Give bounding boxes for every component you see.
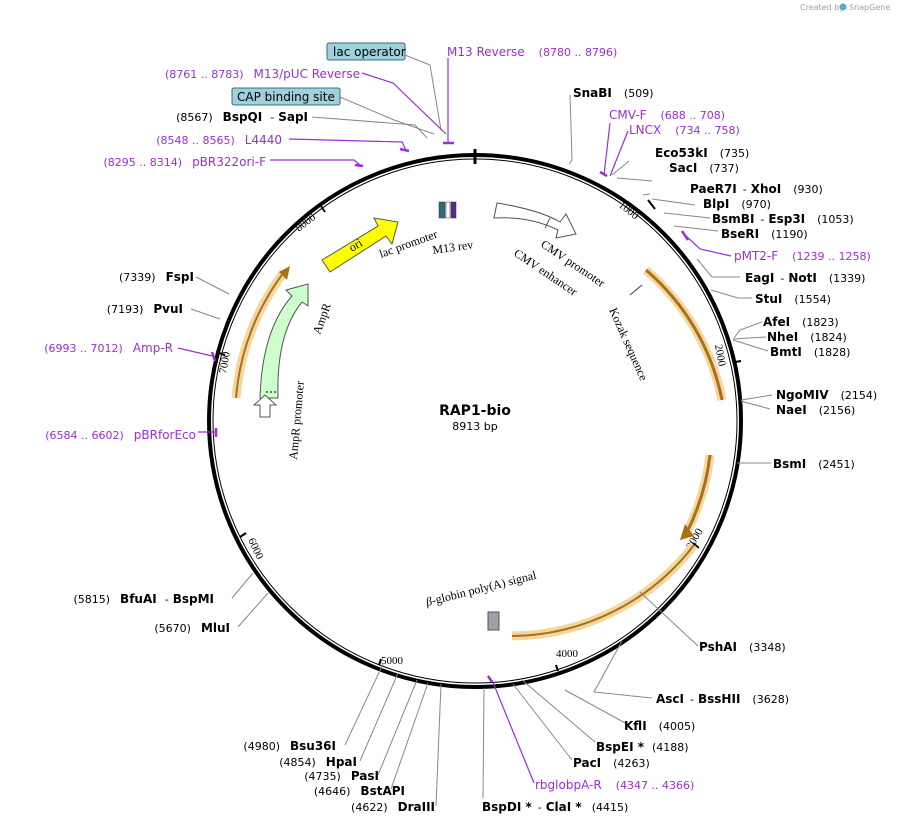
site-eagi[interactable]: EagI-NotI(1339) — [745, 271, 865, 285]
site-bsmi[interactable]: BsmI(2451) — [773, 457, 855, 471]
orf-arc-4 — [235, 271, 285, 399]
site-pvui[interactable]: (7193)PvuI — [107, 302, 183, 316]
plasmid-name: RAP1-bio — [439, 403, 511, 419]
site-bspei[interactable]: BspEI *(4188) — [596, 740, 689, 754]
site-hpai[interactable]: (4854)HpaI — [279, 755, 357, 769]
ampr-feature[interactable] — [259, 283, 309, 399]
created-by-text: Created by — [800, 3, 844, 12]
primer-lncx[interactable]: LNCX(734 .. 758) — [629, 123, 740, 137]
ampr-promoter-label: AmpR promoter — [286, 380, 307, 460]
primer-rbglobpa-r[interactable]: rbglobpA-R(4347 .. 4366) — [535, 778, 694, 792]
kozak-label: Kozak sequence — [606, 306, 651, 383]
tick-mark — [218, 352, 226, 356]
cap-binding-site-box[interactable]: CAP binding site — [231, 87, 341, 106]
site-naei[interactable]: NaeI(2156) — [776, 403, 855, 417]
orf-arc-2-glow — [682, 454, 715, 535]
orf-arrowhead-left — [279, 266, 290, 280]
site-bmti[interactable]: BmtI(1828) — [770, 345, 850, 359]
plasmid-length: 8913 bp — [452, 420, 497, 433]
beta-globin-label: β-globin poly(A) signal — [423, 568, 538, 609]
leader-lines — [190, 54, 773, 807]
site-blpi[interactable]: BlpI(970) — [703, 197, 771, 211]
tick-mark — [378, 658, 382, 666]
lac-operator-label: lac operator — [333, 45, 406, 59]
cap-binding-site-label: CAP binding site — [237, 90, 335, 104]
site-asci[interactable]: AscI-BssHII(3628) — [656, 692, 789, 706]
site-eco53ki[interactable]: Eco53kI(735) — [655, 146, 749, 160]
ampr-promoter-feature[interactable] — [252, 394, 278, 418]
lac-promoter-feature[interactable] — [438, 201, 446, 219]
primer-pmt2-f[interactable]: pMT2-F(1239 .. 1258) — [734, 249, 871, 263]
orf-arc-3-glow — [511, 542, 698, 641]
ori-feature[interactable] — [321, 217, 399, 273]
site-bfuai[interactable]: (5815)BfuAI-BspMI — [73, 592, 214, 606]
tick-mark — [239, 532, 247, 538]
site-bsmbi[interactable]: BsmBI-Esp3I(1053) — [712, 212, 854, 226]
site-bspdi[interactable]: BspDI *-ClaI *(4415) — [482, 800, 628, 814]
tick-mark — [734, 360, 742, 363]
site-bstapi[interactable]: (4646)BstAPI — [314, 784, 405, 798]
primer-amp-r[interactable]: (6993 .. 7012)Amp-R — [44, 341, 173, 355]
m13-rev-label: M13 rev — [431, 237, 474, 257]
site-kfli[interactable]: KflI(4005) — [624, 719, 695, 733]
orf-arrowhead — [680, 524, 694, 540]
tick-1000: 1000 — [616, 199, 641, 222]
primer-m13-reverse[interactable]: M13 Reverse(8780 .. 8796) — [447, 45, 617, 59]
tick-4000: 4000 — [556, 648, 579, 660]
primer-pbrforeco[interactable]: (6584 .. 6602)pBRforEco — [45, 428, 196, 442]
site-bspqi[interactable]: (8567)BspQI-SapI — [176, 110, 308, 124]
tick-mark — [692, 542, 700, 549]
snapgene-brand: Created by SnapGene — [800, 3, 890, 12]
site-nhei[interactable]: NheI(1824) — [767, 330, 847, 344]
ampr-label: AmpR — [310, 301, 334, 336]
primer-cmv-f[interactable]: CMV-F(688 .. 708) — [609, 108, 725, 122]
site-bseri[interactable]: BseRI(1190) — [721, 227, 808, 241]
tick-2000: 2000 — [712, 343, 728, 367]
site-paci[interactable]: PacI(4263) — [573, 756, 650, 770]
primer-labels: M13 Reverse(8780 .. 8796) (8761 .. 8783)… — [44, 45, 870, 792]
site-pasi[interactable]: (4735)PasI — [304, 769, 379, 783]
primer-leader-lines — [177, 58, 732, 784]
site-pshai[interactable]: PshAI(3348) — [699, 640, 786, 654]
m13-rev-feature[interactable] — [450, 201, 457, 219]
snapgene-name: SnapGene — [849, 3, 890, 12]
site-saci[interactable]: SacI(737) — [669, 161, 739, 175]
site-snabi[interactable]: SnaBI(509) — [573, 86, 654, 100]
tick-mark — [555, 664, 559, 672]
primer-m13-puc-reverse[interactable]: (8761 .. 8783)M13/pUC Reverse — [165, 67, 360, 81]
cap-site-feature[interactable] — [445, 201, 451, 219]
tick-7000: 7000 — [217, 350, 233, 374]
orf-arc-1-glow — [643, 266, 727, 401]
right-enzyme-labels: SnaBI(509) Eco53kI(735) SacI(737) PaeR7I… — [482, 86, 877, 814]
orf-arc-2 — [685, 454, 712, 533]
site-paer7i[interactable]: PaeR7I-XhoI(930) — [690, 182, 823, 196]
site-draiii[interactable]: (4622)DraIII — [351, 800, 435, 814]
site-fspi[interactable]: (7339)FspI — [119, 270, 194, 284]
left-enzyme-labels: (8567)BspQI-SapI (7339)FspI (7193)PvuI (… — [73, 110, 435, 814]
lac-operator-box[interactable]: lac operator — [326, 42, 406, 61]
orf-arc-1 — [645, 268, 724, 401]
site-ngomiv[interactable]: NgoMIV(2154) — [776, 388, 877, 402]
primer-pbr322ori-f[interactable]: (8295 .. 8314)pBR322ori-F — [104, 155, 267, 169]
site-stui[interactable]: StuI(1554) — [755, 292, 831, 306]
tick-8000: 8000 — [293, 211, 318, 234]
snapgene-logo-icon — [839, 3, 847, 11]
orf-gap — [706, 420, 722, 455]
kozak-feature[interactable] — [629, 284, 643, 296]
site-mlui[interactable]: (5670)MluI — [154, 621, 230, 635]
orf-arc-3 — [511, 544, 695, 637]
cmv-divider — [544, 217, 551, 229]
primer-l4440[interactable]: (8548 .. 8565)L4440 — [156, 133, 282, 147]
cmv-enhancer-feature[interactable] — [493, 202, 577, 239]
tick-mark — [647, 199, 656, 210]
site-afei[interactable]: AfeI(1823) — [763, 315, 839, 329]
tick-mark — [320, 205, 326, 213]
site-bsu36i[interactable]: (4980)Bsu36I — [243, 739, 336, 753]
beta-globin-polya-feature[interactable] — [487, 611, 500, 631]
tick-5000: 5000 — [381, 655, 404, 667]
